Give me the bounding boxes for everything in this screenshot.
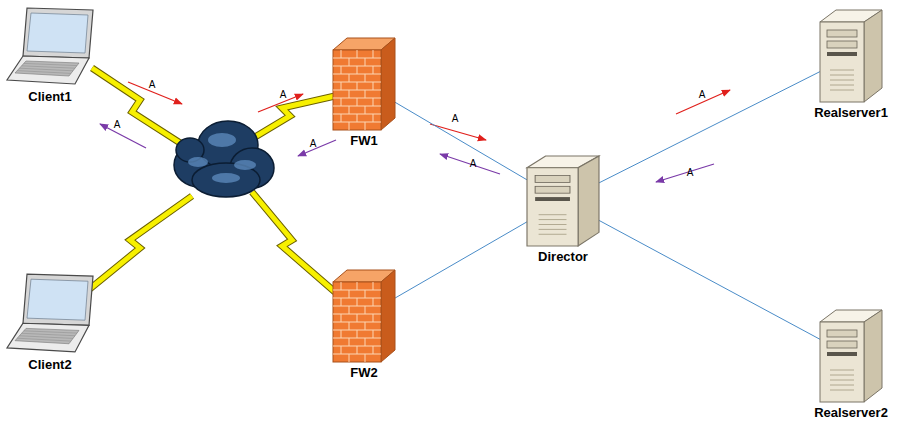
device-label: Realserver2 [814, 405, 888, 420]
firewall-box: FW1 [333, 38, 395, 130]
client-laptop: Client2 [5, 272, 95, 354]
network-link [395, 222, 527, 298]
firewall-icon [333, 270, 395, 362]
director-box: Director [527, 156, 599, 246]
packet-label: A [280, 89, 287, 100]
packet-label: A [470, 158, 477, 169]
device-label: FW2 [350, 365, 377, 380]
server-icon [527, 156, 599, 246]
internet-cloud [174, 121, 274, 197]
client-laptop: Client1 [5, 6, 95, 86]
firewall-box: FW2 [333, 270, 395, 362]
packet-label: A [149, 79, 156, 90]
packet-label: A [114, 119, 121, 130]
server-box: Realserver2 [820, 310, 882, 402]
packet-label: A [452, 113, 459, 124]
server-box: Realserver1 [820, 10, 882, 102]
network-link [599, 220, 820, 339]
device-label: Director [538, 249, 588, 264]
packet-label: A [699, 89, 706, 100]
wireless-links [86, 68, 335, 292]
device-label: Client2 [28, 357, 71, 372]
device-label: FW1 [350, 133, 377, 148]
device-label: Realserver1 [814, 105, 888, 120]
server-icon [820, 310, 882, 402]
laptop-icon [5, 6, 95, 86]
device-label: Client1 [28, 89, 71, 104]
packet-label: A [310, 138, 317, 149]
firewall-icon [333, 38, 395, 130]
network-link [599, 72, 820, 183]
network-link [395, 102, 527, 180]
flow-arrows [100, 82, 730, 182]
packet-label: A [687, 167, 694, 178]
laptop-icon [5, 272, 95, 354]
server-icon [820, 10, 882, 102]
